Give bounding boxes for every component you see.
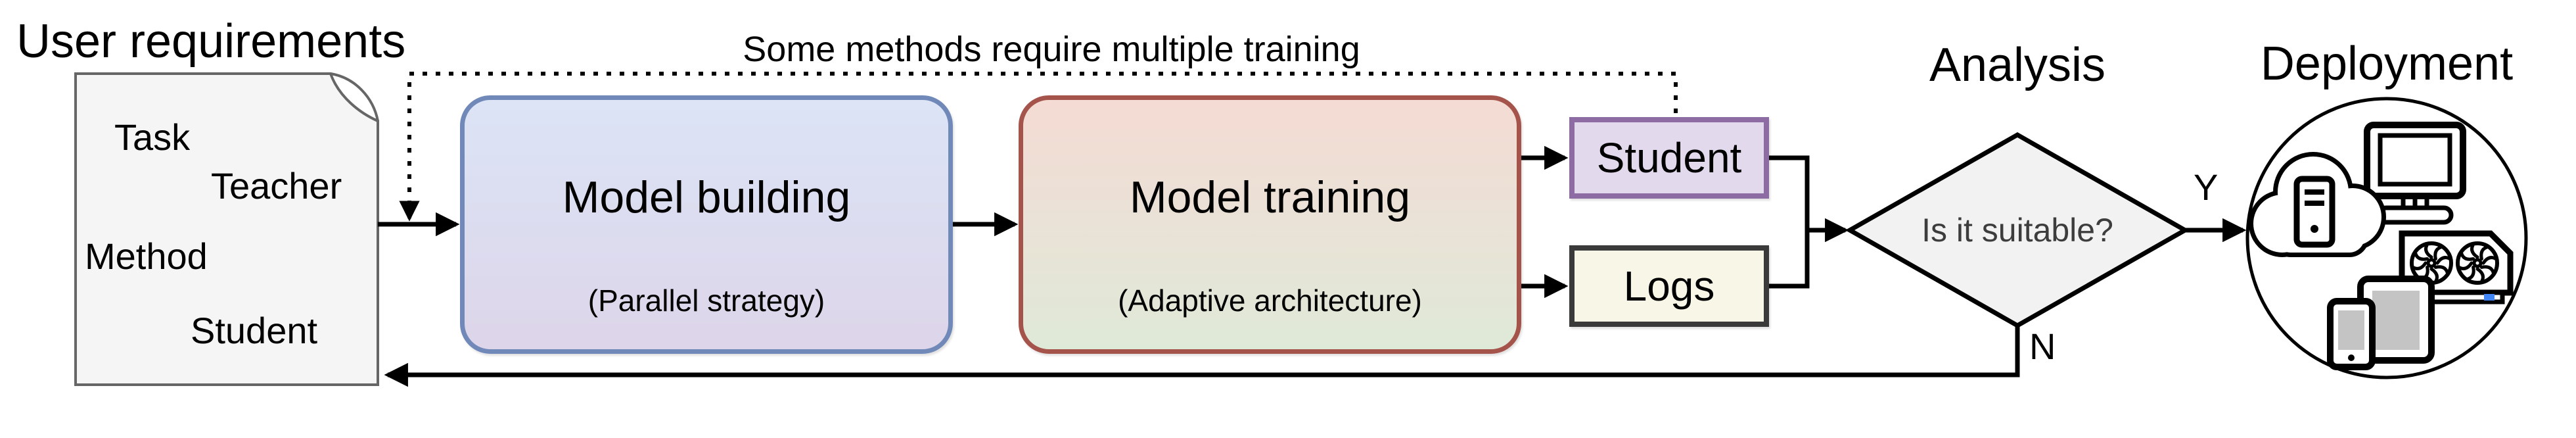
decision-diamond-shape [1845,132,2190,329]
logs-output-box: Logs [1569,245,1769,327]
user-requirements-title: User requirements [16,15,406,68]
model-training-subtitle: (Adaptive architecture) [1118,283,1422,318]
model-training-box: Model training (Adaptive architecture) [1019,95,1521,354]
merge-connector [1769,155,1810,289]
monitor-icon [2364,122,2466,225]
document-item-task: Task [114,116,191,158]
feedback-note-label: Some methods require multiple training [743,30,1360,69]
decision-question: Is it suitable? [1921,212,2113,249]
analysis-label: Analysis [1929,39,2106,91]
model-building-title: Model building [562,172,851,222]
model-building-subtitle: (Parallel strategy) [587,283,825,318]
deployment-label: Deployment [2260,37,2514,90]
logs-output-label: Logs [1623,262,1715,310]
no-return-arrow [384,326,2020,387]
document-item-student: Student [191,310,318,351]
document-shape [74,72,379,386]
mobile-devices-icon [2327,276,2435,370]
document-item-method: Method [85,235,208,277]
flow-arrows [378,145,2247,387]
no-label: N [2029,326,2056,367]
model-training-title: Model training [1129,172,1411,222]
model-building-box: Model building (Parallel strategy) [460,95,953,354]
student-output-label: Student [1596,134,1742,182]
yes-label: Y [2194,166,2219,208]
document-item-teacher: Teacher [211,165,342,207]
cloud-server-icon [2249,152,2386,257]
feedback-dotted-arrow [399,72,1678,222]
student-output-box: Student [1569,117,1769,199]
